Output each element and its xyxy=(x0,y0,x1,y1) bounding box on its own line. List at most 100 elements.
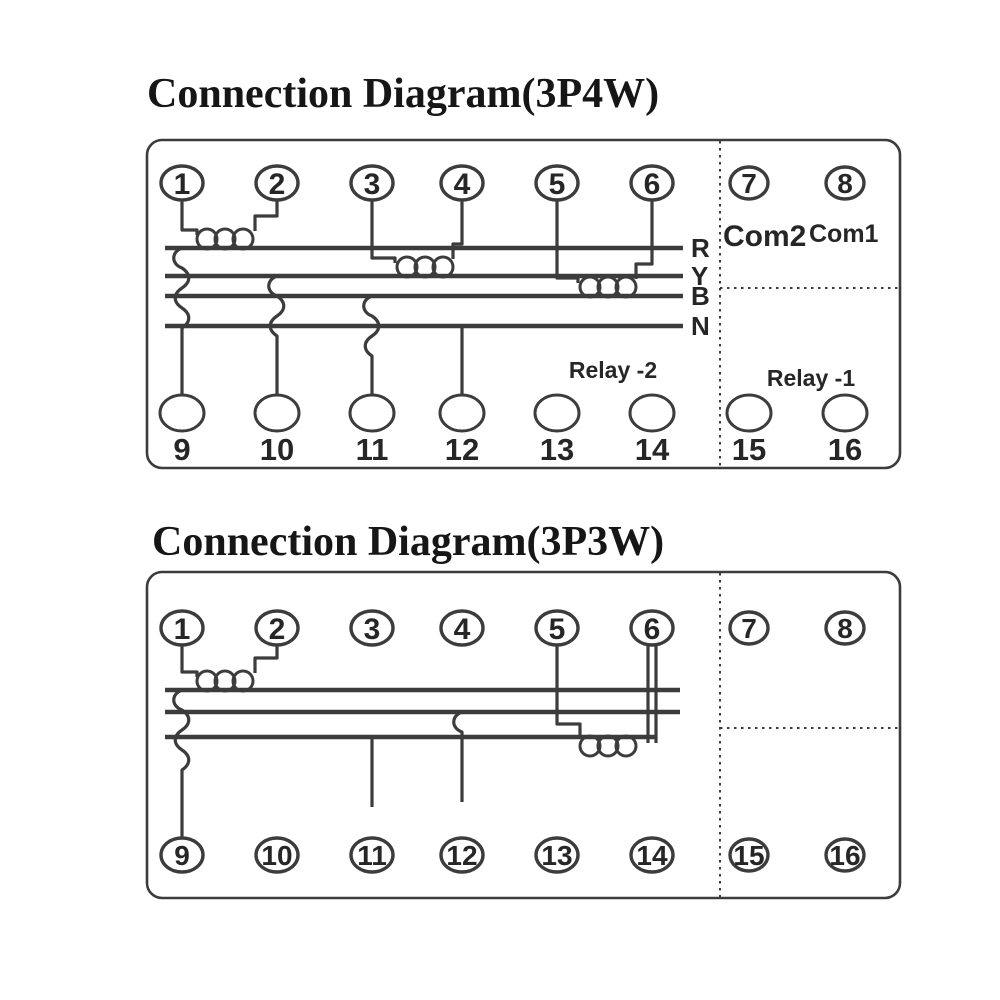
terminal-circle xyxy=(534,836,580,874)
coil-loop xyxy=(395,255,419,279)
terminal-number: 15 xyxy=(733,840,764,871)
diagram1-title: Connection Diagram(3P4W) xyxy=(147,71,660,117)
wire-terminal-1 xyxy=(180,645,199,677)
terminal-9: 9 xyxy=(159,836,205,874)
voltage-tap-terminal-12 xyxy=(452,710,464,802)
terminal-number: 5 xyxy=(549,613,566,646)
coil-loop xyxy=(213,227,237,251)
terminal-15: 15 xyxy=(725,393,773,467)
terminal-number: 12 xyxy=(445,432,479,467)
coil-loop xyxy=(578,734,602,758)
terminal-1: 1 xyxy=(159,609,205,647)
terminal-circle xyxy=(349,836,395,874)
terminal-13: 13 xyxy=(533,393,581,467)
terminal-10: 10 xyxy=(253,393,301,467)
voltage-tap-terminal-11 xyxy=(362,294,381,395)
ct-coil-1 xyxy=(195,669,255,693)
terminal-11: 11 xyxy=(348,393,396,467)
coil-loop xyxy=(596,275,620,299)
coil-loop xyxy=(614,734,638,758)
phase-label-R: R xyxy=(691,233,710,263)
phase-label-B: B xyxy=(691,281,710,311)
ct-coil-R xyxy=(195,227,255,251)
terminal-circle xyxy=(629,609,675,647)
terminal-5: 5 xyxy=(534,164,580,202)
terminal-number: 6 xyxy=(644,613,661,646)
wire-terminal-2 xyxy=(253,645,279,673)
terminal-16: 16 xyxy=(824,837,866,873)
terminal-circle xyxy=(628,393,676,433)
terminal-number: 7 xyxy=(741,613,757,644)
voltage-tap-terminal-10 xyxy=(267,274,286,395)
voltage-tap-terminal-9 xyxy=(172,688,191,837)
terminal-9: 9 xyxy=(158,393,206,467)
wire-terminal-1 xyxy=(180,200,199,235)
terminal-number: 5 xyxy=(549,168,566,201)
terminal-circle xyxy=(824,610,866,646)
coil-loop xyxy=(596,734,620,758)
terminal-number: 12 xyxy=(446,840,477,871)
coil-loop xyxy=(195,227,219,251)
terminal-circle xyxy=(349,164,395,202)
terminal-13: 13 xyxy=(534,836,580,874)
coil-loop xyxy=(431,255,455,279)
terminal-12: 12 xyxy=(438,393,486,467)
terminal-number: 11 xyxy=(356,432,389,467)
diagram2-title: Connection Diagram(3P3W) xyxy=(152,519,665,565)
terminal-number: 3 xyxy=(364,168,381,201)
terminal-circle xyxy=(348,393,396,433)
terminal-circle xyxy=(824,837,866,873)
diagram-3p4w: R Y B N 9 10 11 12 13 xyxy=(145,138,902,470)
terminal-4: 4 xyxy=(439,609,485,647)
terminal-3: 3 xyxy=(349,609,395,647)
terminal-number: 2 xyxy=(269,168,286,201)
terminal-3: 3 xyxy=(349,164,395,202)
terminal-1: 1 xyxy=(159,164,205,202)
terminal-8: 8 xyxy=(824,165,866,201)
terminal-12: 12 xyxy=(439,836,485,874)
terminal-circle xyxy=(439,836,485,874)
terminal-number: 13 xyxy=(540,432,574,467)
panel-border xyxy=(145,570,902,900)
terminal-circle xyxy=(824,165,866,201)
terminal-circle xyxy=(254,836,300,874)
terminal-circle xyxy=(254,164,300,202)
terminal-10: 10 xyxy=(254,836,300,874)
terminal-number: 3 xyxy=(364,613,381,646)
terminal-circle xyxy=(159,609,205,647)
terminal-number: 9 xyxy=(173,432,190,467)
phase-label-Y: Y xyxy=(691,261,708,291)
terminal-circle xyxy=(534,164,580,202)
terminal-number: 1 xyxy=(174,613,191,646)
coil-loop xyxy=(413,255,437,279)
coil-loop xyxy=(195,669,219,693)
terminal-number: 16 xyxy=(829,840,860,871)
terminal-number: 13 xyxy=(541,840,572,871)
terminal-circle xyxy=(821,393,869,433)
terminal-circle xyxy=(728,837,770,873)
coil-loop xyxy=(213,669,237,693)
terminal-circle xyxy=(439,164,485,202)
terminal-6: 6 xyxy=(629,609,675,647)
terminal-number: 8 xyxy=(837,613,853,644)
terminal-circle xyxy=(159,164,205,202)
panel-border xyxy=(145,138,902,470)
terminal-circle xyxy=(533,393,581,433)
terminal-number: 9 xyxy=(174,840,190,871)
terminal-number: 7 xyxy=(741,168,757,199)
terminal-circle xyxy=(629,164,675,202)
terminal-number: 2 xyxy=(269,613,286,646)
terminal-11: 11 xyxy=(349,836,395,874)
coil-loop xyxy=(231,227,255,251)
coil-loop xyxy=(578,275,602,299)
terminal-circle xyxy=(728,610,770,646)
terminal-7: 7 xyxy=(728,165,770,201)
terminal-circle xyxy=(253,393,301,433)
terminal-number: 4 xyxy=(454,613,471,646)
wire-terminal-5 xyxy=(555,200,580,283)
terminal-16: 16 xyxy=(821,393,869,467)
com1-label: Com1 xyxy=(809,220,879,248)
terminal-number: 8 xyxy=(837,168,853,199)
terminal-number: 10 xyxy=(260,432,294,467)
